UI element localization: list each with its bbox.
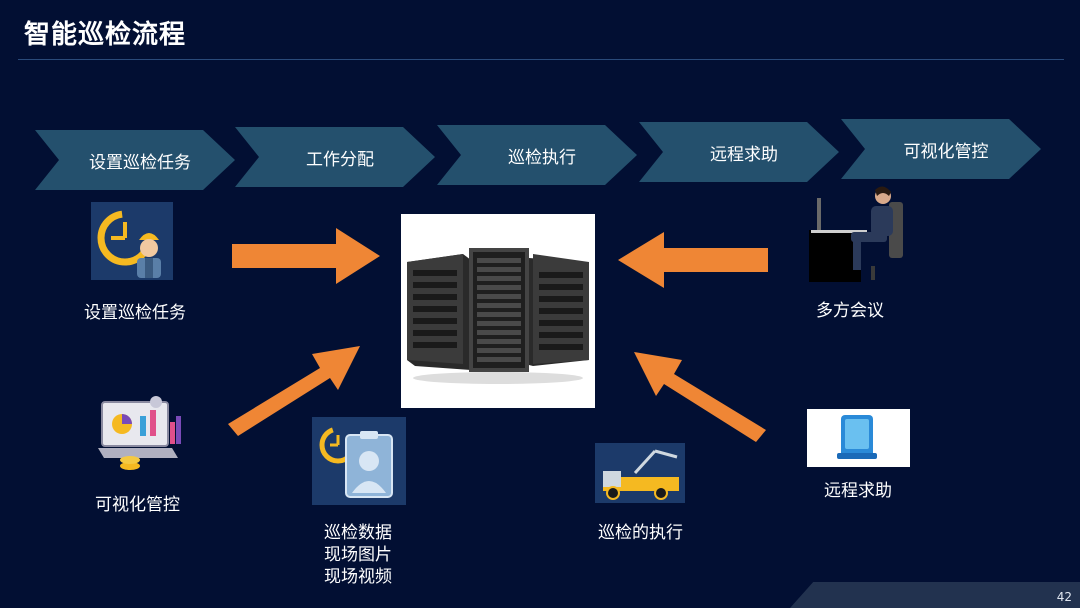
step-label-4: 远程求助	[710, 144, 778, 165]
node-meeting-label: 多方会议	[816, 301, 884, 321]
server-rack-icon	[407, 248, 589, 384]
step-chevron-4: 远程求助	[639, 122, 839, 182]
page-number: 42	[1056, 590, 1072, 604]
server-image	[401, 214, 595, 408]
step-label-2: 工作分配	[306, 149, 374, 170]
person-at-computer-icon	[809, 186, 907, 282]
node-data-line3: 现场视频	[324, 567, 392, 587]
arrow-up-right-to-server	[224, 340, 364, 440]
step-chevron-1: 设置巡检任务	[35, 130, 235, 190]
title-divider	[18, 59, 1064, 60]
arrow-left-to-server	[618, 232, 768, 288]
node-set-task-label: 设置巡检任务	[84, 303, 186, 323]
node-data-line2: 现场图片	[324, 545, 392, 565]
node-execute-label: 巡检的执行	[598, 523, 683, 543]
arrow-right-to-server	[232, 228, 380, 284]
step-label-3: 巡检执行	[508, 147, 576, 168]
laptop-dashboard-icon	[98, 396, 184, 476]
clipboard-clock-icon	[312, 417, 406, 505]
page-title: 智能巡检流程	[24, 20, 187, 50]
node-remote-label: 远程求助	[824, 481, 892, 501]
crane-truck-icon	[595, 443, 685, 503]
step-chevron-3: 巡检执行	[437, 125, 637, 185]
step-chevron-2: 工作分配	[235, 127, 435, 187]
node-visual-label: 可视化管控	[95, 495, 180, 515]
arrow-up-left-to-server	[630, 346, 770, 446]
step-label-5: 可视化管控	[903, 141, 989, 162]
worker-clock-icon	[91, 202, 173, 280]
node-data-line1: 巡检数据	[324, 523, 392, 543]
step-chevron-5: 可视化管控	[841, 119, 1041, 179]
step-label-1: 设置巡检任务	[89, 152, 191, 173]
page-number-tab	[790, 582, 1080, 608]
remote-device-icon	[807, 409, 910, 467]
